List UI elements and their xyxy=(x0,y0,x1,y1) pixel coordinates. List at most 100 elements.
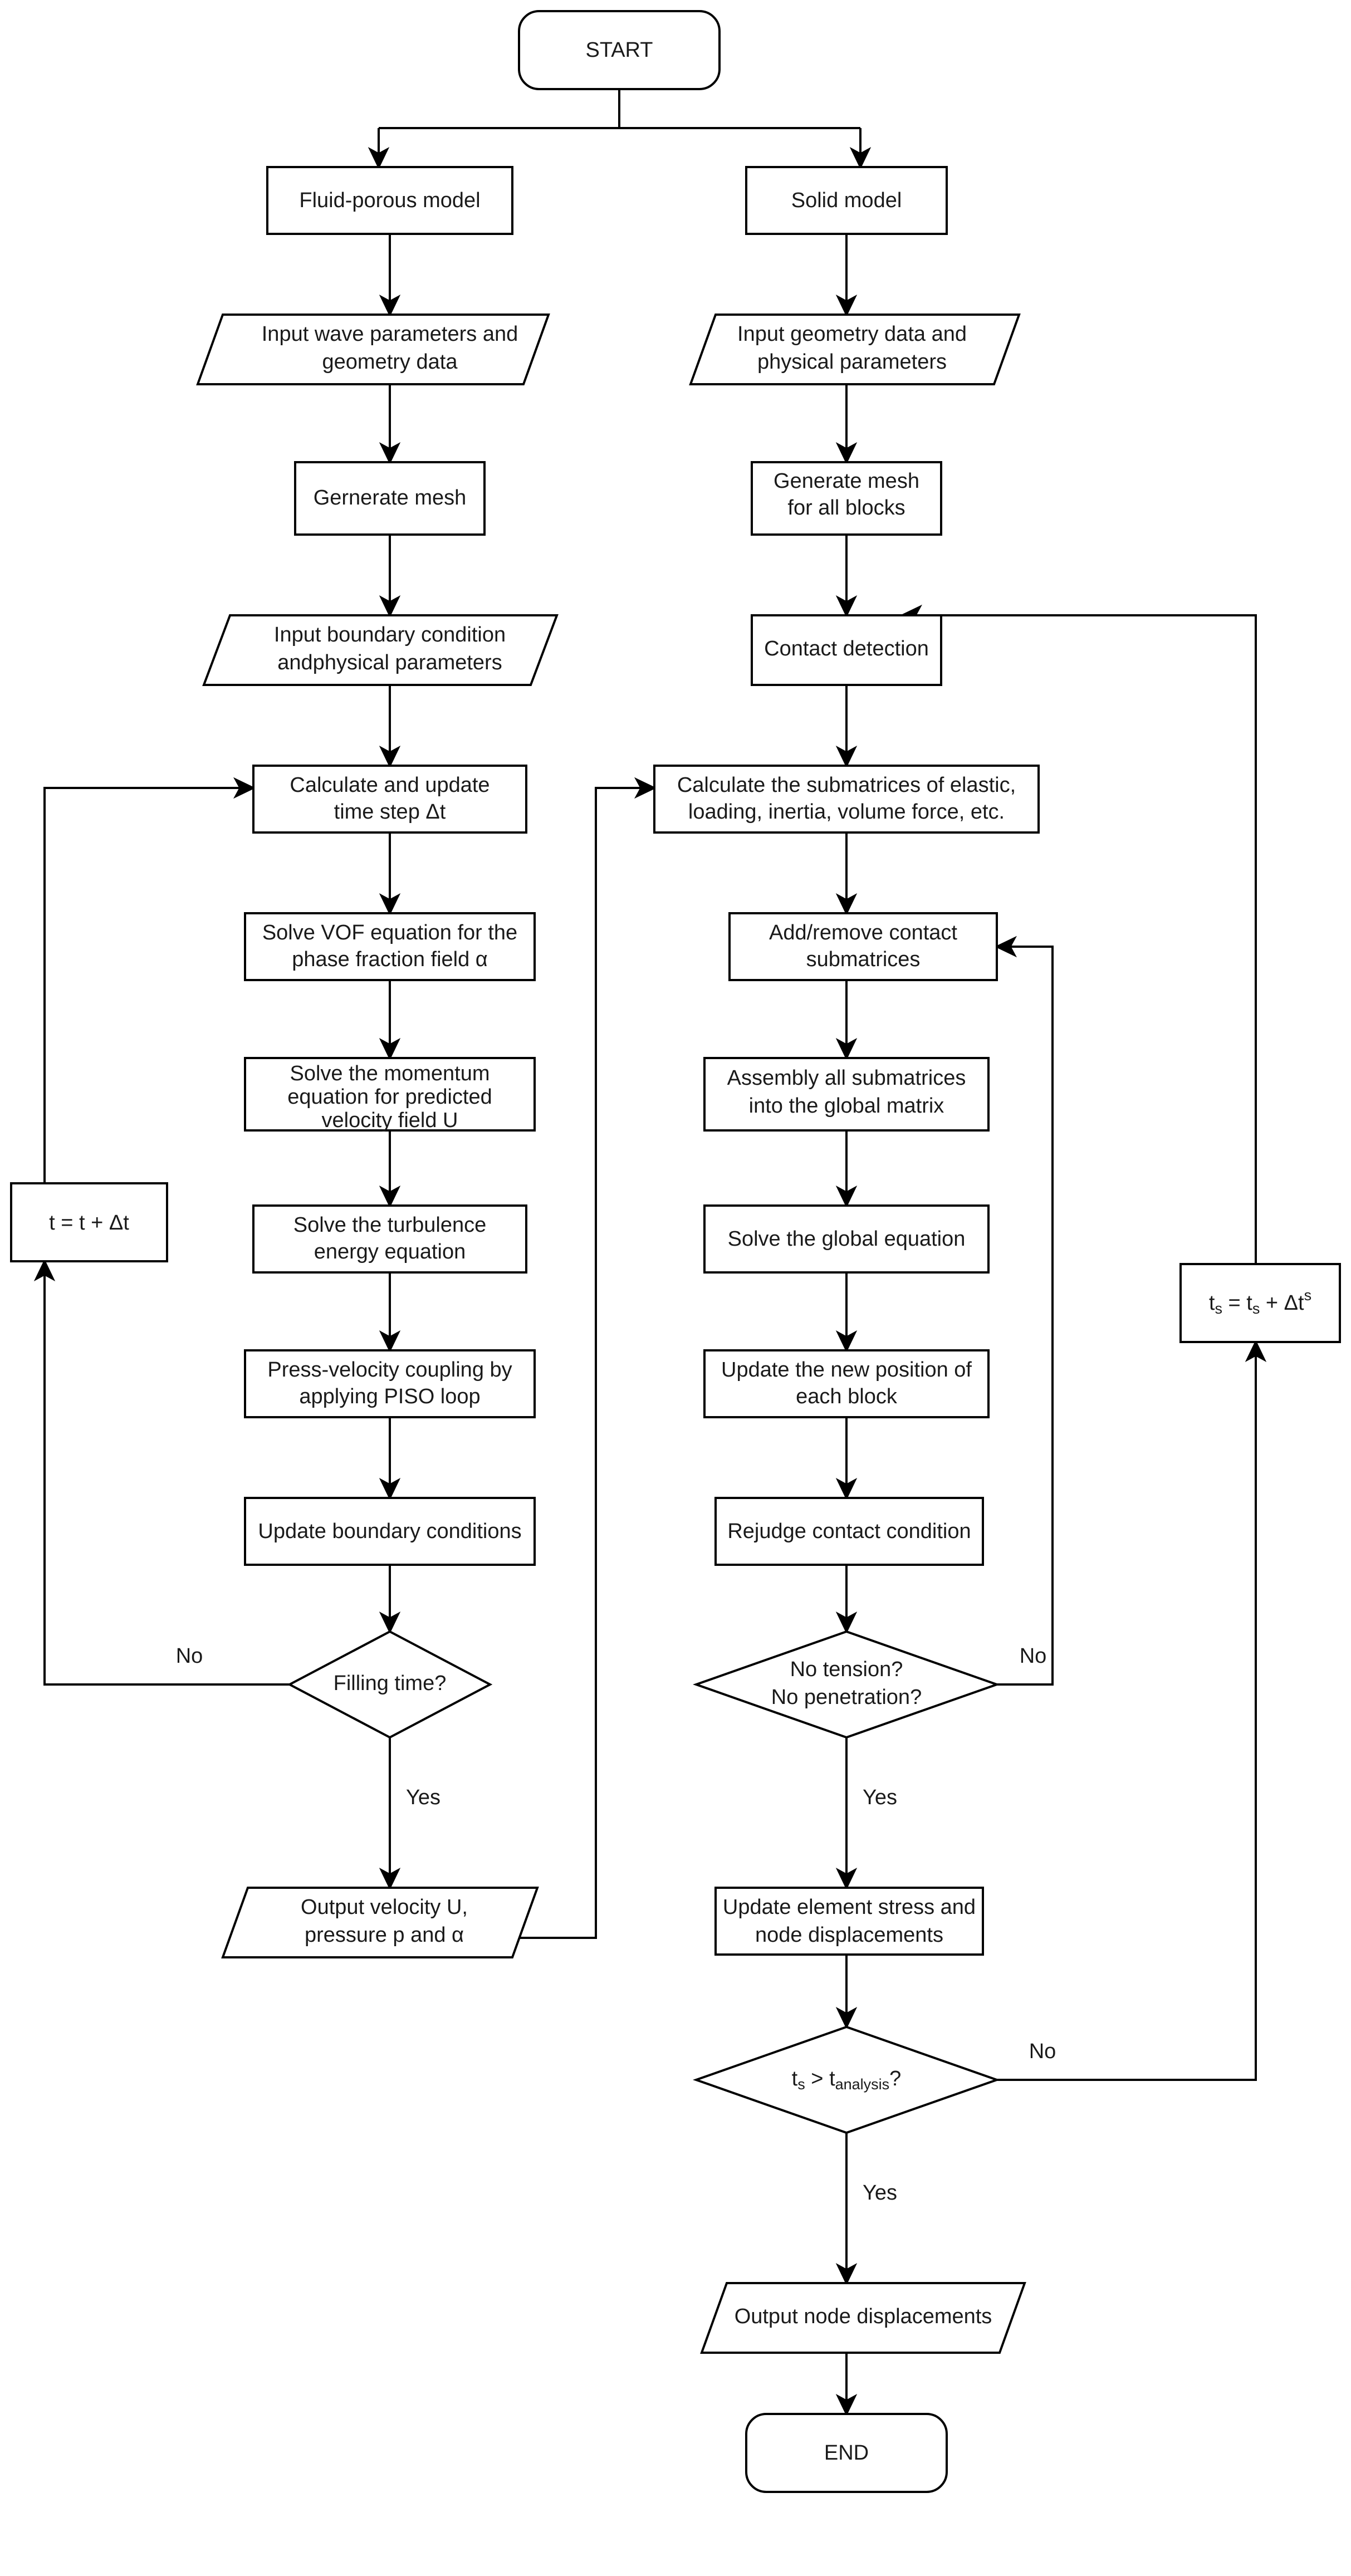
fluid-porous-model-label: Fluid-porous model xyxy=(299,189,480,212)
r-contact-detection-label: Contact detection xyxy=(764,637,929,660)
r-rejudge-shape[interactable] xyxy=(714,1497,984,1566)
node-l-input-bc[interactable]: Input boundary condition andphysical par… xyxy=(202,614,559,686)
rts-eq: = xyxy=(1228,1291,1241,1315)
edge-r-tsinc-back xyxy=(900,604,1257,1264)
l-momentum-shape[interactable] xyxy=(244,1057,536,1132)
l-time-increment-shape[interactable] xyxy=(10,1182,168,1262)
r-update-stress-shape[interactable] xyxy=(714,1887,984,1956)
l-timestep-shape[interactable] xyxy=(252,765,527,834)
l-turbulence-line2: energy equation xyxy=(314,1240,466,1263)
node-solid-model[interactable]: Solid model xyxy=(745,166,948,235)
start-terminator-shape[interactable] xyxy=(518,10,721,90)
node-l-update-bc[interactable]: Update boundary conditions xyxy=(244,1497,536,1566)
r-assembly-shape[interactable] xyxy=(703,1057,990,1132)
r-edge-label-yes2: Yes xyxy=(863,2181,897,2205)
node-r-decision-contact[interactable]: No tension? No penetration? xyxy=(692,1630,1001,1739)
node-l-input-wave[interactable]: Input wave parameters and geometry data xyxy=(196,314,550,385)
r-solve-global-shape[interactable] xyxy=(703,1204,990,1274)
fluid-porous-model-shape[interactable] xyxy=(266,166,513,235)
node-r-update-position[interactable]: Update the new position of each block xyxy=(703,1349,990,1418)
l-vof-shape[interactable] xyxy=(244,912,536,981)
node-r-contact-detection[interactable]: Contact detection xyxy=(751,614,942,686)
node-l-timestep[interactable]: Calculate and update time step Δt xyxy=(252,765,527,834)
r-generate-mesh-line2: for all blocks xyxy=(787,496,905,520)
node-l-turbulence[interactable]: Solve the turbulence energy equation xyxy=(252,1204,527,1274)
r-input-geometry-line1: Input geometry data and xyxy=(737,322,967,346)
r-submatrices-line1: Calculate the submatrices of elastic, xyxy=(677,773,1016,797)
node-l-time-increment[interactable]: t = t + Δt xyxy=(10,1182,168,1262)
rts-var1: t xyxy=(1209,1291,1215,1315)
l-update-bc-label: Update boundary conditions xyxy=(258,1520,521,1543)
node-r-submatrices[interactable]: Calculate the submatrices of elastic, lo… xyxy=(653,765,1040,834)
rts-dt: t xyxy=(1298,1291,1304,1315)
r-time-increment-shape[interactable] xyxy=(1179,1263,1341,1343)
rts-delta: Δ xyxy=(1284,1291,1298,1315)
l-input-wave-shape[interactable] xyxy=(196,314,550,385)
r-submatrices-shape[interactable] xyxy=(653,765,1040,834)
solid-model-shape[interactable] xyxy=(745,166,948,235)
node-r-rejudge[interactable]: Rejudge contact condition xyxy=(714,1497,984,1566)
node-l-generate-mesh[interactable]: Gernerate mesh xyxy=(294,461,486,536)
l-piso-line1: Press-velocity coupling by xyxy=(267,1358,512,1382)
node-l-output[interactable]: Output velocity U, pressure p and α xyxy=(221,1887,539,1958)
l-vof-line1: Solve VOF equation for the xyxy=(262,921,517,944)
l-decision-shape[interactable] xyxy=(287,1630,493,1739)
l-timestep-line2: time step Δt xyxy=(334,800,446,824)
l-generate-mesh-shape[interactable] xyxy=(294,461,486,536)
l-edge-label-no: No xyxy=(176,1644,203,1668)
node-fluid-porous-model[interactable]: Fluid-porous model xyxy=(266,166,513,235)
r-add-remove-contact-shape[interactable] xyxy=(728,912,998,981)
r-output-shape[interactable] xyxy=(700,2282,1026,2354)
r-decision2-shape[interactable] xyxy=(692,2025,1001,2134)
node-l-vof[interactable]: Solve VOF equation for the phase fractio… xyxy=(244,912,536,981)
r-input-geometry-shape[interactable] xyxy=(689,314,1021,385)
r-update-position-line2: each block xyxy=(796,1385,898,1408)
r-contact-detection-shape[interactable] xyxy=(751,614,942,686)
l-piso-shape[interactable] xyxy=(244,1349,536,1418)
l-input-bc-line2: andphysical parameters xyxy=(277,651,502,674)
node-r-add-remove-contact[interactable]: Add/remove contact submatrices xyxy=(728,912,998,981)
end-terminator-shape[interactable] xyxy=(745,2413,948,2493)
edge-l-no-down xyxy=(43,1297,290,1686)
node-r-generate-mesh[interactable]: Generate mesh for all blocks xyxy=(751,461,942,536)
r-assembly-line2: into the global matrix xyxy=(749,1094,944,1118)
node-r-update-stress[interactable]: Update element stress and node displacem… xyxy=(714,1887,984,1956)
start-label: START xyxy=(585,38,653,62)
l-input-bc-shape[interactable] xyxy=(202,614,559,686)
rts-sub1: s xyxy=(1215,1300,1222,1317)
r-edge-label-no1: No xyxy=(1020,1644,1047,1668)
l-decision-label: Filling time? xyxy=(334,1672,447,1695)
l-update-bc-shape[interactable] xyxy=(244,1497,536,1566)
l-turbulence-shape[interactable] xyxy=(252,1204,527,1274)
r-decision1-line2: No penetration? xyxy=(771,1686,922,1709)
l-vof-line2: phase fraction field α xyxy=(292,948,488,971)
r-assembly-line1: Assembly all submatrices xyxy=(727,1066,966,1090)
r-update-position-shape[interactable] xyxy=(703,1349,990,1418)
r-generate-mesh-line1: Generate mesh xyxy=(774,469,919,493)
l-output-shape[interactable] xyxy=(221,1887,539,1958)
node-l-piso[interactable]: Press-velocity coupling by applying PISO… xyxy=(244,1349,536,1418)
r-input-geometry-line2: physical parameters xyxy=(757,350,947,374)
l-timestep-line1: Calculate and update xyxy=(290,773,490,797)
node-r-time-increment[interactable]: ts = ts + Δts xyxy=(1179,1263,1341,1343)
node-r-output[interactable]: Output node displacements xyxy=(700,2282,1026,2354)
tanalysis-sub: analysis xyxy=(835,2076,890,2093)
l-edge-label-yes: Yes xyxy=(406,1786,440,1809)
r-generate-mesh-shape[interactable] xyxy=(751,461,942,536)
r-decision1-shape[interactable] xyxy=(692,1630,1001,1739)
rts-sub2: s xyxy=(1252,1300,1260,1317)
ts-var: t xyxy=(792,2067,798,2090)
node-l-decision-filling-time[interactable]: Filling time? xyxy=(287,1630,493,1739)
question-mark: ? xyxy=(889,2067,901,2090)
node-r-input-geometry[interactable]: Input geometry data and physical paramet… xyxy=(689,314,1021,385)
node-start[interactable]: START xyxy=(518,10,721,90)
r-edge-label-yes1: Yes xyxy=(863,1786,897,1809)
node-r-solve-global[interactable]: Solve the global equation xyxy=(703,1204,990,1274)
node-end[interactable]: END xyxy=(745,2413,948,2493)
l-output-line2: pressure p and α xyxy=(305,1923,464,1947)
node-r-assembly[interactable]: Assembly all submatrices into the global… xyxy=(703,1057,990,1132)
node-r-decision-time[interactable]: ts > tanalysis? xyxy=(692,2025,1001,2134)
l-momentum-line2: equation for predicted xyxy=(287,1085,492,1109)
node-l-momentum[interactable]: Solve the momentum equation for predicte… xyxy=(244,1057,536,1132)
